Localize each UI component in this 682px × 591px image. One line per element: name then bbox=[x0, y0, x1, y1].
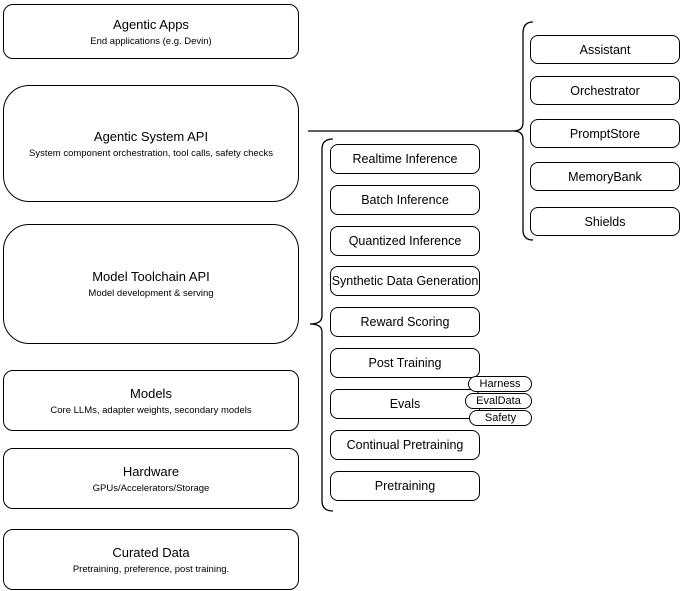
node-post-training: Post Training bbox=[330, 348, 480, 378]
node-promptstore: PromptStore bbox=[530, 119, 680, 148]
node-label: PromptStore bbox=[569, 126, 641, 141]
node-label: Batch Inference bbox=[361, 193, 449, 207]
node-continual-pretraining: Continual Pretraining bbox=[330, 430, 480, 460]
node-label: Quantized Inference bbox=[348, 234, 462, 248]
node-batch-inference: Batch Inference bbox=[330, 185, 480, 215]
node-title: Agentic Apps bbox=[113, 16, 189, 32]
toolchain-components-brace bbox=[309, 138, 334, 512]
system-components-brace bbox=[512, 21, 534, 241]
node-label: Pretraining bbox=[374, 479, 436, 493]
node-quantized-inference: Quantized Inference bbox=[330, 226, 480, 256]
node-title: Agentic System API bbox=[93, 128, 209, 144]
node-label: Post Training bbox=[368, 356, 442, 370]
node-hardware: Hardware GPUs/Accelerators/Storage bbox=[3, 448, 299, 509]
node-subtitle: System component orchestration, tool cal… bbox=[29, 147, 273, 159]
pill-label: Harness bbox=[479, 378, 521, 390]
node-agentic-apps: Agentic Apps End applications (e.g. Devi… bbox=[3, 4, 299, 59]
node-title: Hardware bbox=[122, 463, 180, 479]
node-label: Shields bbox=[584, 214, 626, 229]
node-shields: Shields bbox=[530, 207, 680, 236]
node-memorybank: MemoryBank bbox=[530, 162, 680, 191]
node-reward-scoring: Reward Scoring bbox=[330, 307, 480, 337]
node-curated-data: Curated Data Pretraining, preference, po… bbox=[3, 529, 299, 590]
node-label: Synthetic Data Generation bbox=[331, 274, 479, 288]
node-label: Continual Pretraining bbox=[346, 438, 464, 452]
node-label: MemoryBank bbox=[568, 169, 642, 184]
node-subtitle: End applications (e.g. Devin) bbox=[90, 35, 212, 47]
pill-safety: Safety bbox=[469, 410, 532, 426]
node-models: Models Core LLMs, adapter weights, secon… bbox=[3, 370, 299, 431]
node-title: Models bbox=[130, 385, 172, 401]
pill-label: Safety bbox=[484, 412, 517, 424]
node-synthetic-data-generation: Synthetic Data Generation bbox=[330, 266, 480, 296]
node-label: Evals bbox=[389, 397, 421, 411]
pill-harness: Harness bbox=[468, 376, 532, 392]
node-agentic-system-api: Agentic System API System component orch… bbox=[3, 85, 299, 202]
pill-label: EvalData bbox=[476, 395, 521, 407]
node-realtime-inference: Realtime Inference bbox=[330, 144, 480, 174]
node-label: Assistant bbox=[579, 42, 631, 57]
node-assistant: Assistant bbox=[530, 35, 680, 64]
pill-evaldata: EvalData bbox=[465, 393, 532, 409]
node-title: Model Toolchain API bbox=[92, 269, 210, 284]
node-label: Reward Scoring bbox=[360, 315, 450, 329]
node-title: Curated Data bbox=[112, 544, 190, 560]
node-subtitle: Pretraining, preference, post training. bbox=[72, 563, 230, 575]
node-orchestrator: Orchestrator bbox=[530, 76, 680, 105]
node-label: Orchestrator bbox=[570, 83, 640, 98]
node-subtitle: Model development & serving bbox=[88, 288, 214, 299]
node-subtitle: GPUs/Accelerators/Storage bbox=[92, 482, 210, 494]
node-subtitle: Core LLMs, adapter weights, secondary mo… bbox=[50, 404, 252, 416]
node-model-toolchain-api: Model Toolchain API Model development & … bbox=[3, 224, 299, 344]
node-label: Realtime Inference bbox=[352, 152, 458, 166]
node-evals: Evals bbox=[330, 389, 480, 419]
node-pretraining: Pretraining bbox=[330, 471, 480, 501]
